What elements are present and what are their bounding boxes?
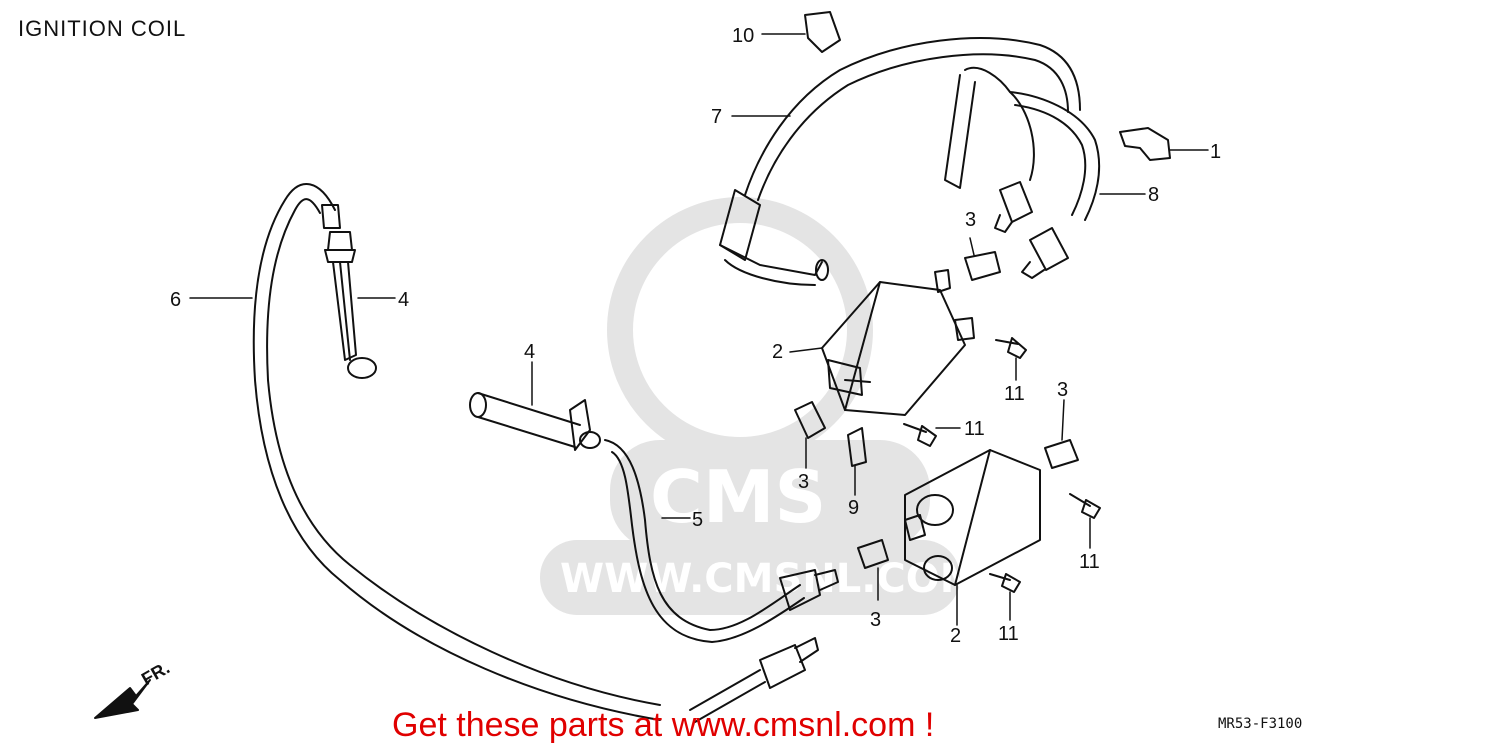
bolt-11a [995, 337, 1027, 359]
callout-5: 5 [692, 509, 704, 531]
diagram-title: IGNITION COIL [18, 16, 187, 41]
clamp-3a [964, 251, 1001, 281]
callout-10: 10 [732, 25, 755, 47]
callout-11: 11 [1004, 383, 1025, 405]
plug-cap-4b [469, 392, 601, 451]
callout-11: 11 [964, 418, 985, 440]
clip-10 [804, 11, 841, 53]
callout-4: 4 [398, 289, 410, 311]
ignition-coil-2b [904, 449, 1041, 586]
callout-2: 2 [772, 341, 784, 363]
clamp-3d [857, 539, 889, 569]
clamp-3b [794, 401, 826, 439]
callout-8: 8 [1148, 184, 1160, 206]
drawing-code: MR53-F3100 [1218, 716, 1303, 732]
plug-cap-4a [324, 231, 377, 379]
plug-lead-5 [604, 439, 839, 643]
lead-connector-bottom [689, 637, 819, 723]
callout-4: 4 [524, 341, 536, 363]
clamp-3c [1044, 439, 1079, 469]
bolt-11b [903, 423, 937, 447]
plug-lead-8 [944, 67, 1101, 279]
callout-9: 9 [848, 497, 860, 519]
front-arrow [94, 679, 151, 719]
plug-lead-6 [252, 183, 661, 721]
leader-lines [189, 33, 1209, 626]
bolt-11d [989, 573, 1021, 593]
promo-link[interactable]: Get these parts at www.cmsnl.com ! [392, 706, 935, 744]
callout-2: 2 [950, 625, 962, 647]
callout-11: 11 [1079, 551, 1100, 573]
callout-3: 3 [798, 471, 810, 493]
callout-3: 3 [1057, 379, 1069, 401]
ignition-coil-2a [821, 269, 975, 416]
bracket-9 [847, 427, 867, 467]
callout-11: 11 [998, 623, 1019, 645]
callout-3: 3 [965, 209, 977, 231]
bolt-11c [1069, 493, 1101, 519]
plug-lead-7 [719, 37, 1081, 286]
callout-1: 1 [1210, 141, 1222, 163]
callout-7: 7 [711, 106, 723, 128]
clamp-1 [1119, 127, 1171, 161]
callout-3: 3 [870, 609, 882, 631]
callout-6: 6 [170, 289, 182, 311]
